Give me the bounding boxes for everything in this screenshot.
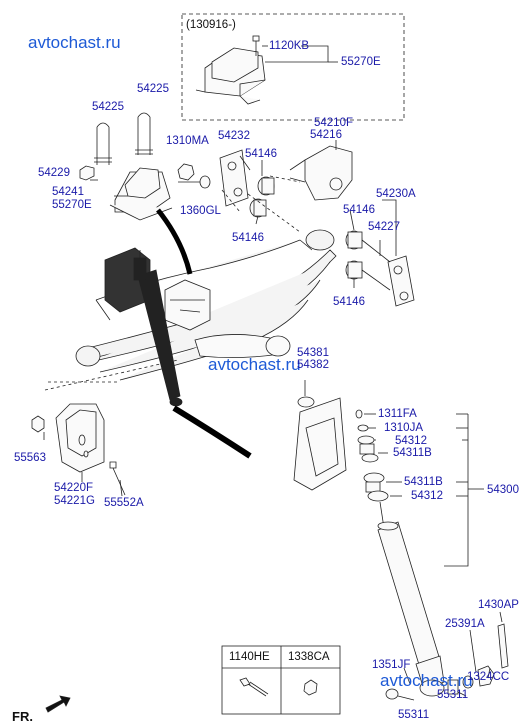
- nut-1310ma: [177, 163, 195, 181]
- legend-table-frame: [221, 645, 341, 715]
- part-label: 54227: [368, 221, 400, 233]
- part-label: 54311B: [404, 476, 443, 488]
- part-label: 54210F: [314, 117, 354, 129]
- washer-1360gl: [199, 175, 211, 189]
- part-label: 54230A: [376, 188, 416, 200]
- part-label: 54229: [38, 167, 70, 179]
- front-direction-label: FR.: [12, 709, 33, 724]
- part-label: 54146: [343, 204, 375, 216]
- shackle-plate: [219, 149, 249, 207]
- front-arrow-icon: [45, 695, 71, 713]
- shield-54381: [293, 396, 347, 491]
- part-label: 1360GL: [180, 205, 221, 217]
- legend-header-1338ca: 1338CA: [288, 651, 330, 663]
- inset-bolt: [252, 35, 260, 56]
- part-label-1120kb: 1120KB: [269, 40, 310, 52]
- leader-swoosh-upper: [156, 208, 193, 275]
- shock-absorber-parts: [355, 409, 445, 697]
- spring-seat-lower: [104, 247, 291, 358]
- inset-header: (130916-): [186, 19, 236, 31]
- u-bolts: [94, 112, 153, 165]
- nut-55563: [31, 415, 45, 433]
- part-label: 55311: [398, 709, 430, 721]
- part-label: 1310JA: [384, 422, 424, 434]
- part-label: 1430AP: [478, 599, 519, 611]
- part-label: 55270E: [52, 199, 92, 211]
- legend-bolt-1140he: [239, 677, 269, 697]
- part-label: 54312: [411, 490, 443, 502]
- watermark-center: avtochast.ru: [208, 355, 301, 374]
- inset-frame: [181, 13, 405, 121]
- inset-bump-stopper: [195, 47, 266, 105]
- part-label: 54232: [218, 130, 250, 142]
- rear-shackle: [345, 230, 415, 307]
- part-label: 1351JF: [372, 659, 411, 671]
- part-label: 25391A: [445, 618, 485, 630]
- part-label: 54225: [92, 101, 124, 113]
- part-label: 54311B: [393, 447, 432, 459]
- nut-54229: [79, 165, 95, 181]
- bracket-54210f: [289, 145, 353, 201]
- part-label-55270e-inset: 55270E: [341, 56, 381, 68]
- part-label: 54220F: [54, 482, 94, 494]
- part-label: 54146: [245, 148, 277, 160]
- spring-seat-upper: [109, 167, 173, 221]
- lower-bracket: [55, 403, 105, 473]
- shock-absorber-upper: [133, 250, 183, 407]
- leader-swoosh-lower: [172, 405, 252, 459]
- bushings: [249, 176, 275, 218]
- part-label: 54146: [232, 232, 264, 244]
- bolt-55552a: [109, 461, 126, 496]
- watermark-top: avtochast.ru: [28, 33, 121, 52]
- part-label: 54146: [333, 296, 365, 308]
- guide-lines: [44, 175, 301, 391]
- part-label: 55563: [14, 452, 46, 464]
- shock-lower-hardware: [385, 623, 509, 700]
- part-label: 54300: [487, 484, 519, 496]
- part-label: 1310MA: [166, 135, 209, 147]
- part-label: 54225: [137, 83, 169, 95]
- part-label: 54381: [297, 347, 329, 359]
- part-label: 54216: [310, 129, 342, 141]
- legend-nut-1338ca: [303, 679, 318, 696]
- part-label: 1324CC: [467, 671, 510, 683]
- part-label: 54221G: [54, 495, 95, 507]
- part-label: 55311: [437, 689, 469, 701]
- legend-header-1140he: 1140HE: [229, 651, 270, 663]
- watermark-bottom: avtochast.ru: [380, 671, 473, 690]
- part-label: 55552A: [104, 497, 144, 509]
- part-label: 54312: [395, 435, 427, 447]
- part-label: 1311FA: [378, 408, 417, 420]
- part-label: 54382: [297, 359, 329, 371]
- part-label: 54241: [52, 186, 84, 198]
- leader-lines: [43, 140, 503, 701]
